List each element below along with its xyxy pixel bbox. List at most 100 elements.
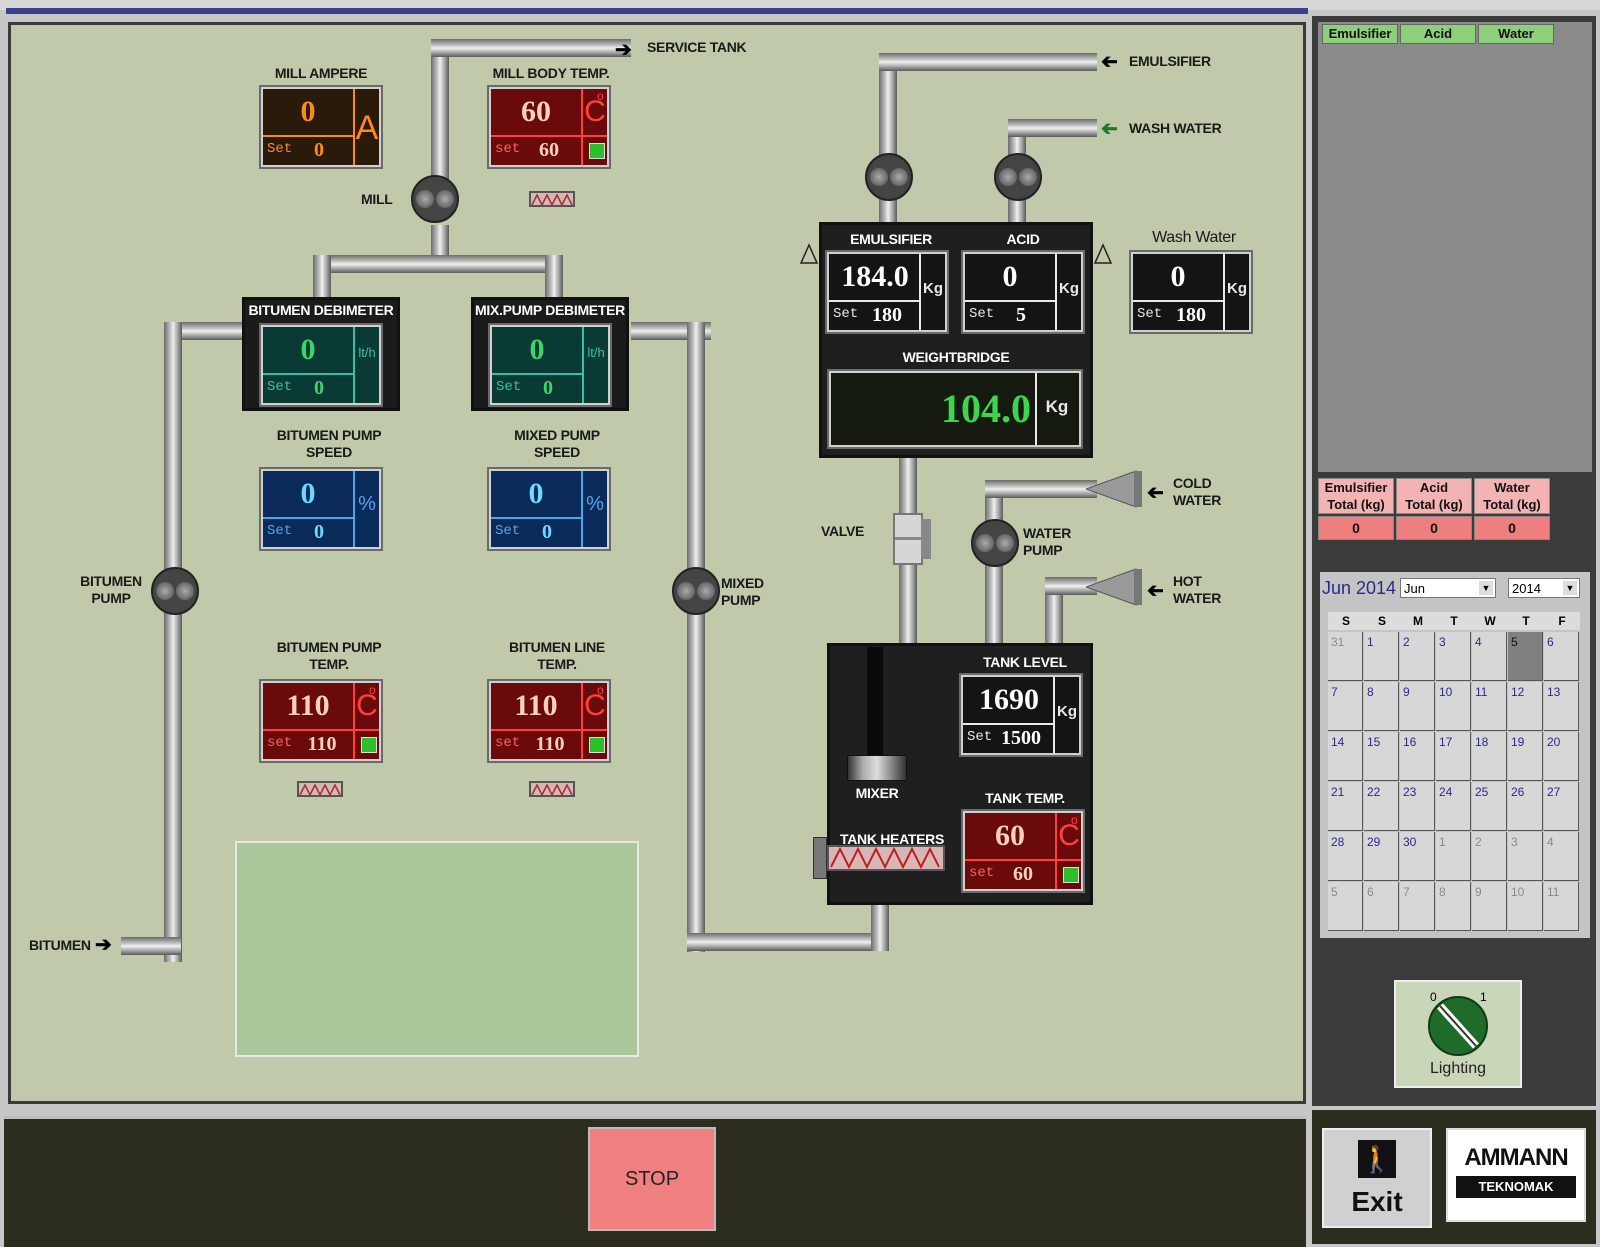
calendar-day[interactable]: 2 bbox=[1400, 632, 1435, 681]
flow-unit: lt/h bbox=[587, 345, 605, 360]
stop-button[interactable]: STOP bbox=[588, 1127, 716, 1231]
calendar-day[interactable]: 9 bbox=[1400, 682, 1435, 731]
calendar-day[interactable]: 18 bbox=[1472, 732, 1507, 781]
calendar-day[interactable]: 13 bbox=[1544, 682, 1579, 731]
calendar-day[interactable]: 17 bbox=[1436, 732, 1471, 781]
calendar-day[interactable]: 11 bbox=[1472, 682, 1507, 731]
acid-weight-value: 0 bbox=[1002, 260, 1018, 293]
acid-total-value: 0 bbox=[1396, 516, 1472, 540]
calendar-day[interactable]: 3 bbox=[1508, 832, 1543, 881]
calendar-day[interactable]: 22 bbox=[1364, 782, 1399, 831]
acid-weight-gauge[interactable]: 0 Set 5 Kg bbox=[961, 250, 1085, 334]
calendar-day[interactable]: 15 bbox=[1364, 732, 1399, 781]
mix-pump-debimeter-gauge[interactable]: 0 Set 0 lt/h bbox=[488, 323, 612, 407]
scale-icon bbox=[1093, 243, 1113, 264]
mixed-pump-speed-gauge[interactable]: 0 Set 0 % bbox=[487, 467, 611, 551]
chevron-down-icon: ▼ bbox=[1563, 581, 1577, 595]
calendar-day[interactable]: 27 bbox=[1544, 782, 1579, 831]
set-label: Set bbox=[267, 523, 293, 539]
calendar-day[interactable]: 14 bbox=[1328, 732, 1363, 781]
year-select[interactable]: 2014▼ bbox=[1508, 578, 1580, 598]
bitumen-pump-label: BITUMEN PUMP bbox=[80, 573, 142, 606]
rotary-switch-icon[interactable] bbox=[1426, 994, 1490, 1058]
tank-temp-gauge[interactable]: 60 set 60 C o bbox=[961, 809, 1085, 893]
mixed-pump-icon[interactable] bbox=[672, 567, 720, 615]
calendar-day[interactable]: 1 bbox=[1364, 632, 1399, 681]
weightbridge-gauge[interactable]: 104.0 Kg bbox=[827, 369, 1083, 449]
tank-level-gauge[interactable]: 1690 Set 1500 Kg bbox=[959, 673, 1083, 757]
calendar-day[interactable]: 26 bbox=[1508, 782, 1543, 831]
bitumen-pump-icon[interactable] bbox=[151, 567, 199, 615]
calendar-day[interactable]: 28 bbox=[1328, 832, 1363, 881]
mixer-icon[interactable] bbox=[847, 755, 907, 781]
mill-body-temp-gauge[interactable]: 60 set 60 C o bbox=[487, 85, 611, 169]
calendar-day[interactable]: 3 bbox=[1436, 632, 1471, 681]
calendar-day[interactable]: 6 bbox=[1364, 882, 1399, 931]
calendar-day[interactable]: 16 bbox=[1400, 732, 1435, 781]
calendar-day[interactable]: 4 bbox=[1544, 832, 1579, 881]
emulsifier-weight-gauge[interactable]: 184.0 Set 180 Kg bbox=[825, 250, 949, 334]
water-pump-icon[interactable] bbox=[971, 519, 1019, 567]
emulsifier-pump-icon[interactable] bbox=[865, 153, 913, 201]
mill-ampere-gauge[interactable]: 0 Set 0 A bbox=[259, 85, 383, 169]
calendar-day[interactable]: 8 bbox=[1364, 682, 1399, 731]
calendar-day[interactable]: 29 bbox=[1364, 832, 1399, 881]
exit-label: Exit bbox=[1351, 1186, 1403, 1217]
calendar-day[interactable]: 23 bbox=[1400, 782, 1435, 831]
calendar-day[interactable]: 12 bbox=[1508, 682, 1543, 731]
lighting-off-label: 0 bbox=[1430, 990, 1437, 1004]
tab-emulsifier[interactable]: Emulsifier bbox=[1322, 24, 1398, 44]
bitumen-line-temp-gauge[interactable]: 110 set 110 C o bbox=[487, 679, 611, 763]
calendar-day[interactable]: 7 bbox=[1328, 682, 1363, 731]
heater-icon bbox=[529, 781, 575, 797]
emulsifier-weigh-title: EMULSIFIER bbox=[850, 231, 932, 247]
calendar-day[interactable]: 5 bbox=[1328, 882, 1363, 931]
bitumen-line-temp-value: 110 bbox=[514, 689, 558, 722]
calendar-day[interactable]: 31 bbox=[1328, 632, 1363, 681]
calendar-day[interactable]: 7 bbox=[1400, 882, 1435, 931]
month-select[interactable]: Jun▼ bbox=[1400, 578, 1496, 598]
calendar-day[interactable]: 19 bbox=[1508, 732, 1543, 781]
wash-water-value: 0 bbox=[1170, 260, 1186, 293]
calendar-day[interactable]: 1 bbox=[1436, 832, 1471, 881]
lighting-switch-panel[interactable]: 0 1 Lighting bbox=[1394, 980, 1522, 1088]
calendar-day[interactable]: 24 bbox=[1436, 782, 1471, 831]
water-total-value: 0 bbox=[1474, 516, 1550, 540]
calendar-day[interactable]: 4 bbox=[1472, 632, 1507, 681]
sidebar: Emulsifier Acid Water Emulsifier Total (… bbox=[1312, 16, 1596, 1106]
calendar-day[interactable]: 10 bbox=[1508, 882, 1543, 931]
calendar-day[interactable]: 11 bbox=[1544, 882, 1579, 931]
calendar-day[interactable]: 6 bbox=[1544, 632, 1579, 681]
calendar-day[interactable]: 25 bbox=[1472, 782, 1507, 831]
acid-weigh-title: ACID bbox=[1006, 231, 1040, 247]
exit-button[interactable]: 🚶 Exit bbox=[1322, 1128, 1432, 1228]
calendar-day[interactable]: 30 bbox=[1400, 832, 1435, 881]
bitumen-pump-speed-gauge[interactable]: 0 Set 0 % bbox=[259, 467, 383, 551]
acid-total-label: Acid Total (kg) bbox=[1396, 478, 1472, 514]
mill-pump-icon[interactable] bbox=[411, 175, 459, 223]
tank-temp-title: TANK TEMP. bbox=[985, 790, 1065, 806]
calendar-day[interactable]: 8 bbox=[1436, 882, 1471, 931]
calendar-day[interactable]: 2 bbox=[1472, 832, 1507, 881]
calendar-day[interactable]: 5 bbox=[1508, 632, 1543, 681]
calendar-day[interactable]: 9 bbox=[1472, 882, 1507, 931]
tab-water[interactable]: Water bbox=[1478, 24, 1554, 44]
bitumen-pump-temp-setpoint: 110 bbox=[307, 733, 337, 755]
tab-acid[interactable]: Acid bbox=[1400, 24, 1476, 44]
acid-pump-icon[interactable] bbox=[994, 153, 1042, 201]
lighting-on-label: 1 bbox=[1480, 990, 1487, 1004]
service-tank-label: SERVICE TANK bbox=[647, 39, 747, 55]
kg-unit: Kg bbox=[1059, 280, 1079, 297]
bitumen-debimeter-gauge[interactable]: 0 Set 0 lt/h bbox=[259, 323, 383, 407]
degree-symbol: o bbox=[597, 683, 604, 697]
wash-water-gauge[interactable]: 0 Set 180 Kg bbox=[1129, 250, 1253, 334]
calendar-day[interactable]: 21 bbox=[1328, 782, 1363, 831]
calendar-day[interactable]: 20 bbox=[1544, 732, 1579, 781]
calendar-day[interactable]: 10 bbox=[1436, 682, 1471, 731]
bitumen-pump-temp-gauge[interactable]: 110 set 110 C o bbox=[259, 679, 383, 763]
set-label: Set bbox=[267, 379, 293, 395]
tank-heater-icon[interactable] bbox=[827, 845, 945, 871]
pipe bbox=[164, 322, 249, 340]
valve[interactable] bbox=[893, 513, 923, 565]
